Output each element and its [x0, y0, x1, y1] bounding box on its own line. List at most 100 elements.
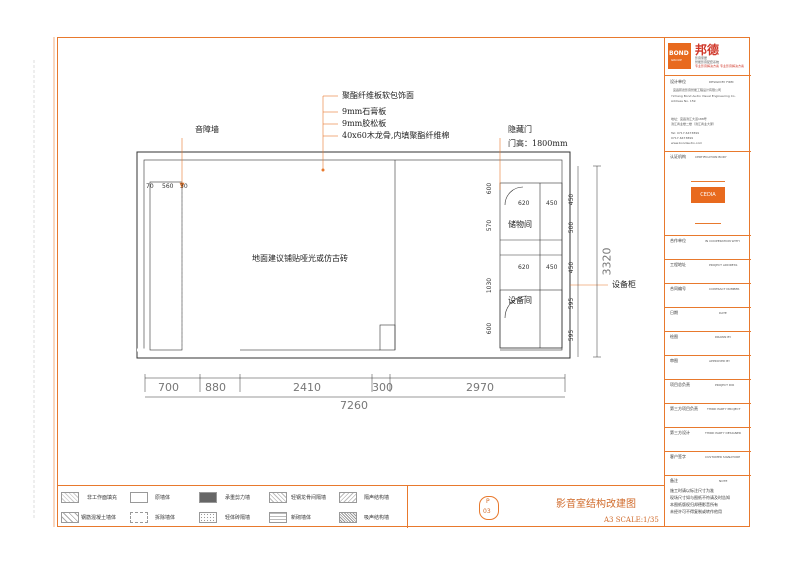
legend-swatch: [339, 492, 357, 503]
field-en: CUSTOMER SIGNATURE: [705, 455, 741, 459]
drawing-number-letter: P: [486, 498, 490, 505]
field-en: THIRD PARTY PROJECT: [707, 407, 741, 411]
field-en: DATE: [719, 311, 727, 315]
layer-4-label: 40x60木龙骨,内填聚酯纤维棉: [342, 131, 450, 140]
note-line: 本图纸版权归邦德影音所有: [670, 502, 718, 507]
dim-label: 595: [568, 297, 576, 310]
field-label: 第三方设计: [670, 430, 690, 435]
legend-label: 轻体砖隔墙: [225, 515, 251, 521]
cert-logo-cedia: CEDIA: [691, 187, 725, 203]
divider: [665, 75, 751, 76]
legend-swatch: [199, 512, 217, 523]
legend-swatch: [130, 512, 148, 523]
dim-label: 1030: [486, 277, 494, 294]
cert-label: 认证机构: [670, 154, 686, 159]
dim-label: 70: [146, 183, 154, 190]
drawing-number: 03: [483, 508, 491, 515]
legend-swatch: [339, 512, 357, 523]
drawing-scale: A3 SCALE:1/35: [604, 516, 659, 524]
field-label: 审图: [670, 358, 678, 363]
dim-label: 450: [568, 193, 576, 206]
notes-en: NOTE: [719, 479, 728, 483]
legend-label: 拆除墙体: [155, 515, 176, 521]
note-line: 现场尺寸如与图纸不符请及时告知: [670, 495, 730, 500]
field-en: THIRD PARTY DESIGNER: [705, 431, 742, 435]
legend-label: 隔声结构墙: [364, 495, 390, 501]
field-en: APPROVED BY: [709, 359, 731, 363]
address-line-2: 滨江商业楼二楼（滨江商业大厦）: [671, 122, 717, 126]
layer-3-label: 9mm胶松板: [342, 119, 387, 128]
layer-1-label: 聚酯纤维板软包饰面: [342, 91, 414, 100]
address-label: Address No. 159: [671, 99, 696, 103]
legend-swatch: [130, 492, 148, 503]
divider: [665, 151, 751, 152]
dim-label: 700: [158, 381, 179, 394]
field-en: CONTRACT NUMBER: [709, 287, 740, 291]
legend-swatch: [61, 492, 79, 503]
sheet-frame: [57, 37, 750, 527]
layer-2-label: 9mm石膏板: [342, 107, 387, 116]
dim-label: 450: [546, 200, 558, 207]
company-en: Yichang Bond Audio Visual Engineering Co…: [671, 94, 736, 98]
wall-label: 音障墙: [195, 125, 219, 134]
design-unit-label: 设计单位: [670, 79, 686, 84]
floor-note: 地面建议铺贴哑光或仿古砖: [252, 254, 348, 263]
legend-label: 原墙体: [155, 495, 171, 501]
brand-line-2: 智能影音配套系统: [695, 60, 720, 64]
design-unit-en: DESIGN BY FIRM: [709, 80, 734, 84]
dim-label: 450: [568, 261, 576, 274]
drawing-title-block: P 03 影音室结构改建图 A3 SCALE:1/35: [407, 485, 665, 528]
field-en: PROJECT ADDRESS: [709, 263, 738, 267]
brand-line-1: 影音家居: [695, 56, 708, 60]
legend-swatch: [199, 492, 217, 503]
field-label: 客户签字: [670, 454, 686, 459]
note-line: 未经许可不得复制或转作他用: [670, 509, 722, 514]
room-storage: 储物间: [508, 220, 532, 229]
room-equipment: 设备间: [508, 296, 532, 305]
legend-swatch: [61, 512, 79, 523]
legend-label: 轻钢龙骨间隔墙: [291, 495, 327, 501]
hidden-door-label: 隐藏门: [508, 125, 532, 134]
field-label: 绘图: [670, 334, 678, 339]
dim-label: 450: [546, 264, 558, 271]
title-block: BOND GROUP 邦德 影音家居 智能影音配套系统 专业影音解决方案 专业影…: [664, 37, 751, 527]
legend-label: 新砌墙体: [291, 515, 312, 521]
dim-label: 2410: [293, 381, 321, 394]
field-label: 日期: [670, 310, 678, 315]
field-label: 合同编号: [670, 286, 686, 291]
dim-label: 2970: [466, 381, 494, 394]
drawing-number-badge: P 03: [479, 496, 499, 520]
dim-label: 300: [372, 381, 393, 394]
brand-en-sub: GROUP: [671, 58, 682, 62]
cert-logo-1: [691, 165, 725, 182]
drawing-title: 影音室结构改建图: [556, 499, 636, 510]
cert-en: CERTIFICATION BODY: [695, 155, 727, 159]
legend-swatch: [269, 492, 287, 503]
note-line: 施工时请以标注尺寸为准: [670, 488, 714, 493]
field-label: 项目总负责: [670, 382, 690, 387]
dim-label: 30: [180, 183, 188, 190]
dim-label: 570: [486, 219, 494, 232]
cert-logo-3: [695, 209, 721, 224]
address-line-1: 地址：宜昌滨江大道188号: [671, 117, 707, 121]
dim-label: 600: [486, 322, 494, 335]
field-label: 工程地址: [670, 262, 686, 267]
dim-label: 595: [568, 329, 576, 342]
legend: 非工作面填充 原墙体 承重剪力墙 轻钢龙骨间隔墙 隔声结构墙 钢筋混凝土墙体 拆…: [57, 485, 407, 528]
website: www.bondaudio.com: [671, 141, 703, 145]
dim-label: 620: [518, 264, 530, 271]
notes-label: 备注: [670, 478, 678, 483]
brand-en: BOND: [669, 50, 689, 57]
dim-label: 620: [518, 200, 530, 207]
cabinet-label: 设备柜: [612, 280, 636, 289]
door-height-label: 门高：1800mm: [508, 139, 568, 148]
field-en: IN COOPERATION WITH: [705, 239, 740, 243]
brand-logo-box: BOND GROUP: [668, 43, 691, 69]
brand-line-3: 专业影音解决方案 专业影音解决方案: [695, 64, 744, 68]
tel-2: 0717-6473899: [671, 136, 694, 140]
dim-label: 500: [568, 221, 576, 234]
brand-cn: 邦德: [695, 43, 720, 57]
field-en: DRAWN BY: [715, 335, 732, 339]
